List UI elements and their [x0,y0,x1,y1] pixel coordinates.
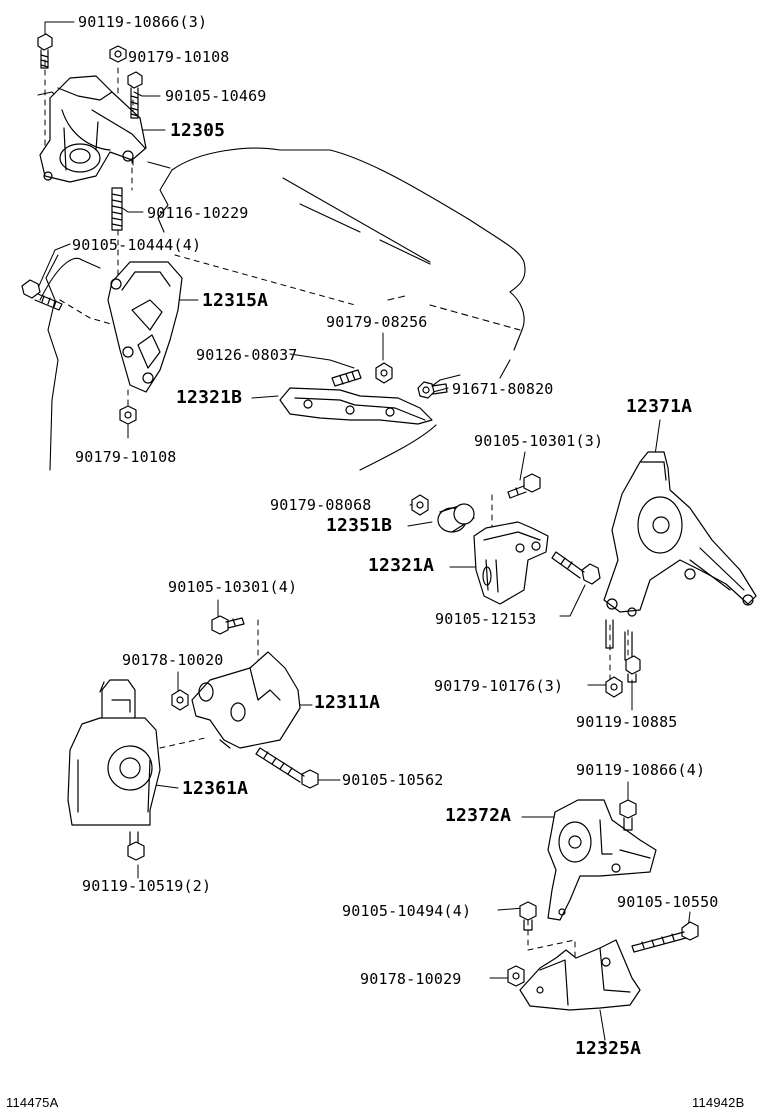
bolt-90119-10866-4-shape [619,799,637,831]
label-12321B: 12321B [176,387,243,408]
label-90119-10866-4: 90119-10866(4) [576,761,706,779]
nut-90179-10176-shape [605,676,623,698]
engine-mount-12305-shape [39,75,147,183]
label-90179-08256: 90179-08256 [326,313,428,331]
label-90179-08068: 90179-08068 [270,496,372,514]
bolt-90105-10301-3-shape [507,473,541,499]
label-90105-10562: 90105-10562 [342,771,444,789]
bolt-90105-10444-shape [21,279,63,311]
label-12325A: 12325A [575,1038,642,1059]
bolt-90105-10550-shape [631,921,699,953]
bracket-12315A-shape [107,261,183,393]
nut-90178-10020-shape [171,689,189,711]
label-90116-10229: 90116-10229 [147,204,249,222]
label-12311A: 12311A [314,692,381,713]
label-12305: 12305 [170,120,226,141]
bolt-90105-10301-4-shape [211,615,245,635]
label-90105-12153: 90105-12153 [435,610,537,628]
label-12371A: 12371A [626,396,693,417]
bolt-90105-10469-shape [127,71,143,119]
label-90119-10885: 90119-10885 [576,713,678,731]
bolt-90105-10562-shape [255,747,319,789]
label-90105-10301-3: 90105-10301(3) [474,432,604,450]
mount-12371A-shape [603,451,757,617]
mount-12372A-shape [547,799,657,921]
bracket-12321B-shape [279,387,433,425]
bolt-90119-10885-shape [625,655,641,683]
bushing-12351B-shape [437,503,475,533]
label-90105-10550: 90105-10550 [617,893,719,911]
bolt-90119-10866-shape [37,33,53,69]
label-12361A: 12361A [182,778,249,799]
nut-90179-08068-shape [411,494,429,516]
stud-90116-10229-shape [111,187,123,231]
illustration-code-left: 114475A [6,1095,59,1110]
label-12372A: 12372A [445,805,512,826]
label-90179-10176-3: 90179-10176(3) [434,677,564,695]
bolt-91671-80820-shape [417,381,448,399]
label-90105-10494-4: 90105-10494(4) [342,902,472,920]
label-90126-08037: 90126-08037 [196,346,298,364]
bracket-12325A-shape [519,939,641,1011]
bolt-90105-10494-shape [519,901,537,931]
nut-90178-10029-shape [507,965,525,987]
label-90105-10444-4: 90105-10444(4) [72,236,202,254]
nut-90179-10108-lower-shape [119,405,137,425]
label-90178-10029: 90178-10029 [360,970,462,988]
label-12351B: 12351B [326,515,393,536]
bracket-12321A-shape [473,521,549,605]
bolt-90105-12153-shape [551,551,601,585]
label-12315A: 12315A [202,290,269,311]
label-12321A: 12321A [368,555,435,576]
label-90119-10519-2: 90119-10519(2) [82,877,212,895]
illustration-code-right: 114942B [692,1095,745,1110]
label-90105-10301-4: 90105-10301(4) [168,578,298,596]
nut-90179-08256-shape [375,362,393,384]
label-91671-80820: 91671-80820 [452,380,554,398]
mount-12361A-shape [67,679,161,826]
label-90178-10020: 90178-10020 [122,651,224,669]
bracket-12311A-shape [191,651,301,749]
label-90105-10469: 90105-10469 [165,87,267,105]
stud-90126-08037-shape [331,369,362,387]
bolt-90119-10519-shape [127,831,145,861]
nut-90179-10108-shape [109,45,127,63]
label-90179-10108-bottom: 90179-10108 [75,448,177,466]
label-90119-10866-3: 90119-10866(3) [78,13,208,31]
label-90179-10108-top: 90179-10108 [128,48,230,66]
